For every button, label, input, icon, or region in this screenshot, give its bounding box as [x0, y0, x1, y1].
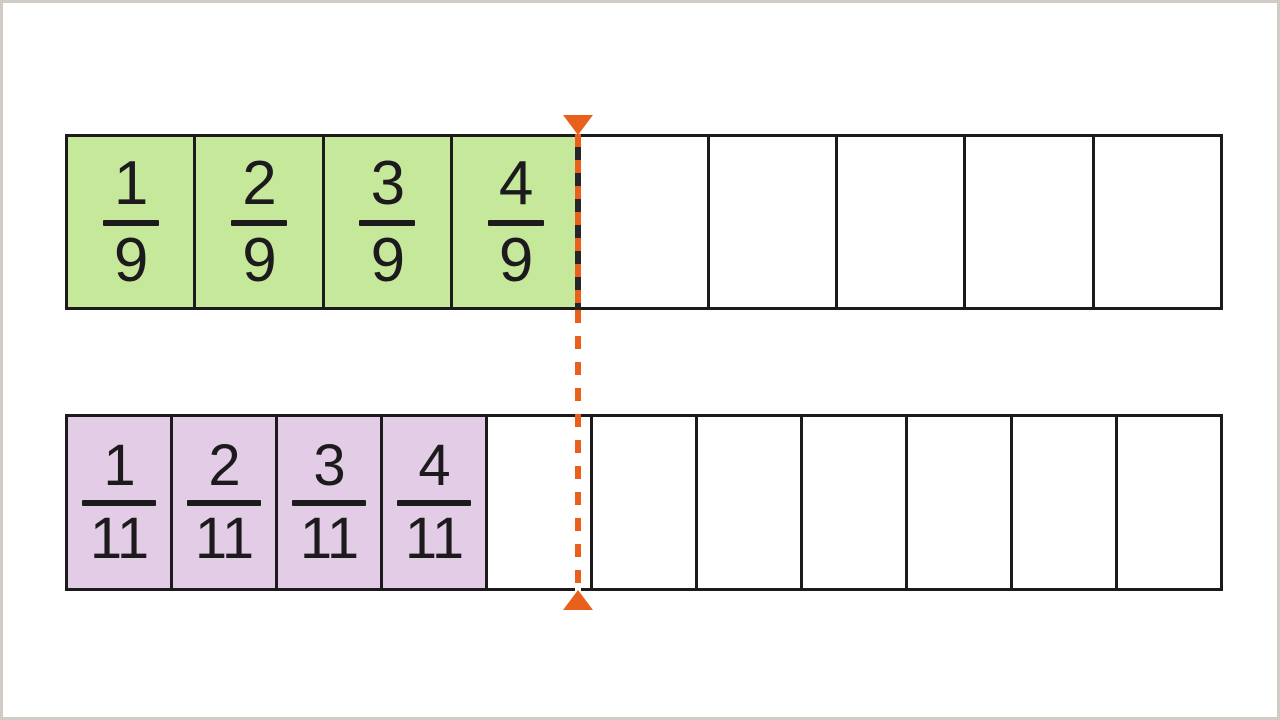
fraction-bar-icon — [230, 219, 287, 226]
fraction-bar-icon — [292, 500, 366, 506]
numerator: 1 — [113, 148, 148, 218]
numerator: 2 — [242, 148, 276, 218]
elevenths-cell-6 — [593, 417, 698, 588]
numerator: 2 — [208, 433, 240, 498]
denominator: 9 — [498, 225, 533, 295]
fraction-bar-icon — [187, 500, 261, 506]
triangle-down-icon — [563, 115, 593, 135]
denominator: 11 — [194, 506, 254, 571]
comparison-dashed-line-top-segment — [575, 134, 581, 310]
fraction-bar-icon — [102, 219, 159, 226]
numerator: 4 — [498, 148, 533, 218]
ninths-cell-8 — [966, 137, 1095, 307]
fraction-3-11: 3 11 — [292, 437, 366, 568]
denominator: 9 — [113, 225, 148, 295]
elevenths-cell-7 — [698, 417, 803, 588]
elevenths-cell-11 — [1118, 417, 1220, 588]
denominator: 11 — [404, 506, 464, 571]
ninths-bar: 1 9 2 9 3 9 4 9 — [65, 134, 1223, 310]
fraction-1-9: 1 9 — [102, 148, 159, 295]
fraction-2-11: 2 11 — [187, 437, 261, 568]
elevenths-cell-1: 1 11 — [68, 417, 173, 588]
fraction-4-9: 4 9 — [487, 148, 544, 295]
ninths-cell-1: 1 9 — [68, 137, 197, 307]
elevenths-cell-10 — [1013, 417, 1118, 588]
fraction-2-9: 2 9 — [230, 148, 287, 295]
fraction-bar-icon — [82, 500, 156, 506]
fraction-bar-icon — [487, 219, 544, 226]
fraction-3-9: 3 9 — [359, 148, 416, 295]
triangle-up-icon — [563, 590, 593, 610]
fraction-4-11: 4 11 — [397, 437, 471, 568]
denominator: 9 — [370, 225, 405, 295]
elevenths-cell-2: 2 11 — [173, 417, 278, 588]
ninths-cell-2: 2 9 — [196, 137, 325, 307]
ninths-cell-9 — [1095, 137, 1220, 307]
fraction-bar-icon — [359, 219, 416, 226]
ninths-cell-7 — [838, 137, 967, 307]
comparison-dashed-line-middle-segment — [575, 310, 581, 414]
ninths-cell-3: 3 9 — [324, 137, 453, 307]
elevenths-cell-9 — [908, 417, 1013, 588]
denominator: 11 — [299, 506, 359, 571]
elevenths-cell-4: 4 11 — [383, 417, 488, 588]
ninths-cell-6 — [710, 137, 838, 307]
elevenths-cell-8 — [803, 417, 908, 588]
fraction-bar-icon — [397, 500, 471, 506]
numerator: 3 — [370, 148, 405, 218]
ninths-cell-4: 4 9 — [452, 137, 582, 307]
fraction-1-11: 1 11 — [82, 437, 156, 568]
elevenths-bar: 1 11 2 11 3 11 4 11 — [65, 414, 1223, 591]
numerator: 4 — [418, 433, 450, 498]
numerator: 3 — [313, 433, 345, 498]
elevenths-cell-5 — [488, 417, 593, 588]
comparison-dashed-line-bottom-segment — [575, 414, 581, 591]
denominator: 9 — [242, 225, 276, 295]
ninths-cell-5 — [581, 137, 710, 307]
elevenths-cell-3: 3 11 — [278, 417, 383, 588]
denominator: 11 — [89, 506, 149, 571]
numerator: 1 — [103, 433, 135, 498]
